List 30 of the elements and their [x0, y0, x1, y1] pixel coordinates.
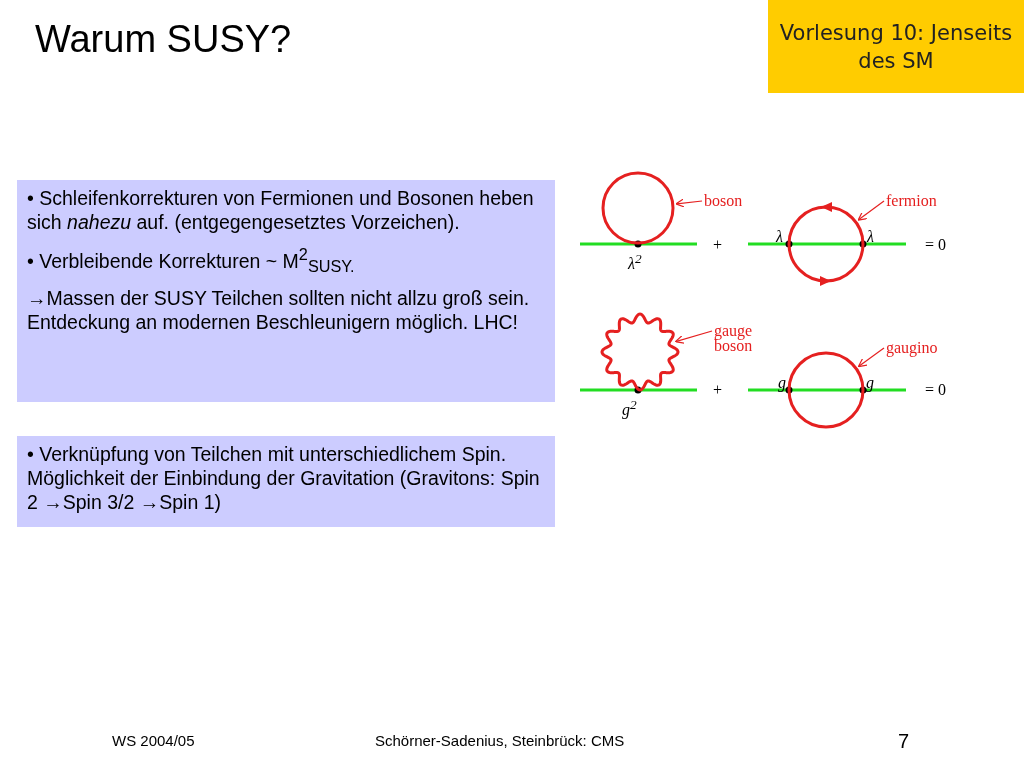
slide-title: Warum SUSY?: [35, 18, 292, 61]
particle-label: fermion: [886, 193, 937, 208]
coupling-label: λ$^{2}$: [628, 251, 642, 274]
text-panel: [17, 436, 555, 527]
particle-label: gauge boson: [714, 323, 774, 353]
equals-zero: = 0: [925, 236, 947, 254]
bullet-text: • Verknüpfung von Teilchen mit unterschiedlichem Spin. Möglichkeit der Einbindung der Gravitation (Gravitons: Spin 2 →Spin 3/2 →Spin 1): [27, 442, 541, 514]
leader-arrow: [857, 347, 885, 368]
chapter-heading: Vorlesung 10: Jenseits des SM: [778, 19, 1014, 75]
gauge-boson-loop: [600, 312, 680, 392]
coupling-label: g: [866, 374, 874, 392]
footer-text: WS 2004/05: [112, 732, 195, 749]
chapter-box: [768, 0, 1024, 93]
coupling-label: g$^{2}$: [622, 397, 637, 420]
bullet-text: →Massen der SUSY Teilchen sollten nicht allzu groß sein. Entdeckung an modernen Beschleunigern möglich. LHC!: [27, 286, 531, 335]
coupling-label: g: [778, 374, 786, 392]
particle-label: boson: [704, 193, 743, 208]
page-number: 7: [898, 730, 910, 753]
coupling-label: λ: [867, 228, 874, 246]
plus-sign: +: [713, 236, 723, 254]
coupling-label: λ: [776, 228, 783, 246]
leader-arrow: [674, 330, 713, 344]
text-panel: [17, 180, 555, 402]
particle-label: gaugino: [886, 340, 938, 355]
leader-arrow: [857, 200, 885, 221]
equals-zero: = 0: [925, 381, 947, 399]
footer-text: Schörner-Sadenius, Steinbrück: CMS: [375, 732, 625, 749]
plus-sign: +: [713, 381, 723, 399]
bullet-text: • Schleifenkorrekturen von Fermionen und Bosonen heben sich nahezu auf. (entgegengesetztes Vorzeichen).: [27, 186, 535, 234]
leader-arrow: [675, 198, 703, 208]
